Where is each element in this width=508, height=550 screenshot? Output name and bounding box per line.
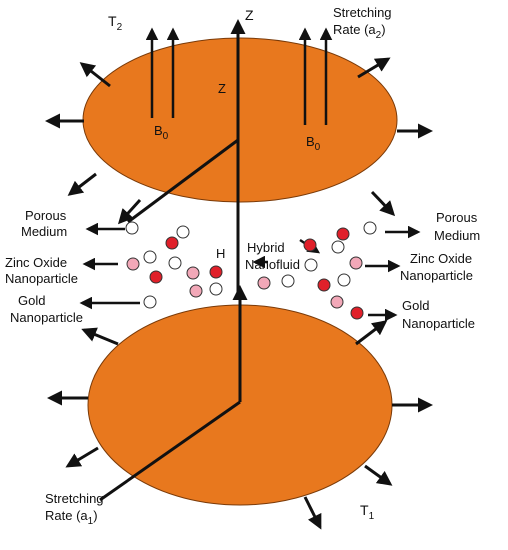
gold-particle (149, 270, 163, 284)
porous-particle (143, 250, 157, 264)
zinc-oxide-particle (257, 276, 271, 290)
zinc-oxide-particle (186, 266, 200, 280)
porous-particle (176, 225, 190, 239)
porous-particle (337, 273, 351, 287)
porous-left-line1: Porous (25, 208, 67, 223)
z-top-label: Z (245, 7, 254, 23)
gold-particle (165, 236, 179, 250)
gold-particle (317, 278, 331, 292)
stretching-bottom-line1: Stretching (45, 491, 104, 506)
top-arrow-ne (357, 57, 391, 79)
zinc-oxide-particle (189, 284, 203, 298)
bottom-arrow-sw (65, 446, 99, 468)
top-arrow-sw (67, 172, 97, 196)
zinc-right-line1: Zinc Oxide (410, 251, 472, 266)
gold-particle (350, 306, 364, 320)
bottom-arrow-nw (81, 327, 119, 346)
magnetic-field-arrows (145, 27, 333, 125)
zinc-oxide-particle (330, 295, 344, 309)
top-arrow-nw (79, 62, 111, 88)
porous-right-line2: Medium (434, 228, 480, 243)
t2-label: T2 (108, 13, 123, 33)
top-disk-radial-arrows (45, 57, 433, 225)
gold-right-line1: Gold (402, 298, 429, 313)
porous-left-line2: Medium (21, 224, 67, 239)
porous-particle (168, 256, 182, 270)
hybrid-line2: Nanofluid (245, 257, 300, 272)
labels: T2 Z Z Stretching Rate (a2) B0 B0 Porous… (5, 5, 480, 527)
gold-particle (303, 238, 317, 252)
top-arrow-se (370, 190, 396, 217)
top-disk (82, 37, 398, 203)
bottom-arrow-ne (355, 320, 388, 346)
zinc-left-line1: Zinc Oxide (5, 255, 67, 270)
stretching-top-line2: Rate (a2) (333, 22, 386, 41)
h-label: H (216, 246, 225, 261)
gold-left-line2: Nanoparticle (10, 310, 83, 325)
porous-particle (304, 258, 318, 272)
zinc-oxide-particle (349, 256, 363, 270)
top-arrow-s (117, 198, 142, 225)
z-inner-label: Z (218, 81, 226, 96)
bottom-arrow-se (364, 464, 393, 486)
zinc-right-line2: Nanoparticle (400, 268, 473, 283)
gold-left-line1: Gold (18, 293, 45, 308)
b0-left-label: B0 (154, 123, 169, 142)
b0-right-label: B0 (306, 134, 321, 153)
porous-particle (331, 240, 345, 254)
gold-particle (209, 265, 223, 279)
bottom-radius-line (99, 400, 241, 502)
porous-particle (143, 295, 157, 309)
stretching-bottom-line2: Rate (a1) (45, 508, 98, 527)
gold-right-line2: Nanoparticle (402, 316, 475, 331)
hybrid-line1: Hybrid (247, 240, 285, 255)
porous-particle (125, 221, 139, 235)
porous-right-line1: Porous (436, 210, 478, 225)
porous-particle (209, 282, 223, 296)
gold-particle (336, 227, 350, 241)
top-radius-line (127, 138, 239, 224)
bottom-disk-radial-arrows (47, 320, 433, 530)
zinc-left-line2: Nanoparticle (5, 271, 78, 286)
stretching-top-line1: Stretching (333, 5, 392, 20)
particles (125, 221, 377, 320)
t1-label: T1 (360, 502, 375, 522)
zinc-oxide-particle (126, 257, 140, 271)
porous-particle (363, 221, 377, 235)
bottom-arrow-s (303, 496, 322, 530)
porous-particle (281, 274, 295, 288)
